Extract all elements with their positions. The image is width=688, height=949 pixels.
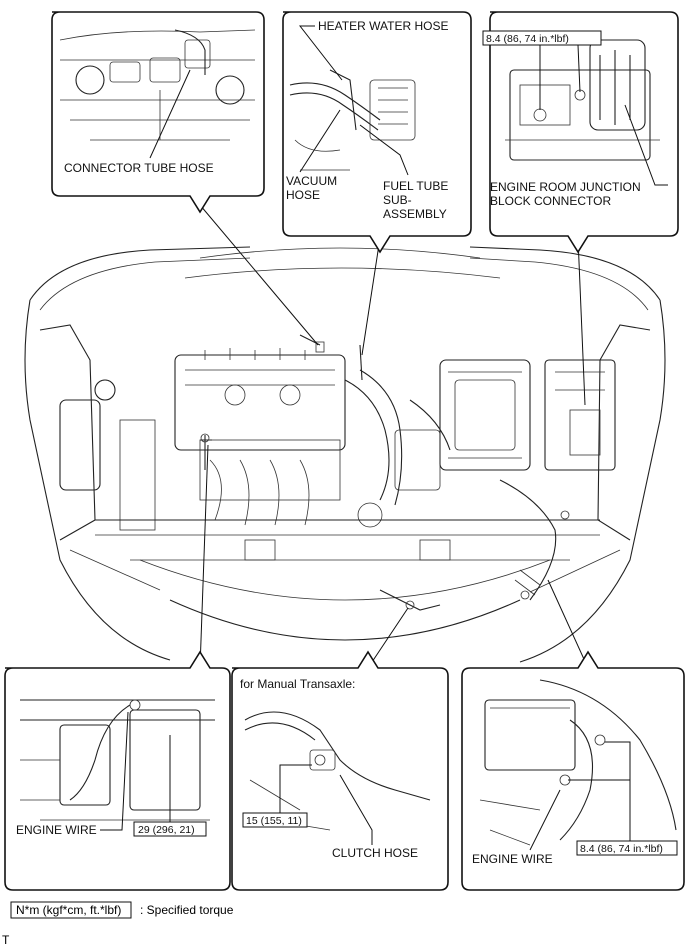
torque-clutch-hose: 15 (155, 11) [246, 815, 302, 827]
torque-box-junction-block [482, 30, 602, 46]
panel-engine-wire-right: ENGINE WIRE 8.4 (86, 74 in.*lbf) [461, 650, 685, 891]
torque-engine-wire-right: 8.4 (86, 74 in.*lbf) [580, 843, 663, 855]
panel-connector-tube-hose: CONNECTOR TUBE HOSE [51, 11, 265, 214]
torque-junction-block: 8.4 (86, 74 in.*lbf) [486, 33, 569, 45]
vacuum-hose-label-1: VACUUM [286, 174, 337, 188]
clutch-hose-label: CLUTCH HOSE [332, 846, 418, 860]
fuel-tube-label-2: SUB- [383, 193, 412, 207]
engine-wire-right-label: ENGINE WIRE [472, 852, 553, 866]
legend-description: : Specified torque [140, 903, 234, 917]
torque-box-clutch-hose [242, 812, 308, 828]
connector-tube-hose-label: CONNECTOR TUBE HOSE [64, 161, 214, 175]
engine-room-jb-label-2: BLOCK CONNECTOR [490, 194, 611, 208]
legend-unit-box [10, 901, 132, 919]
legend: N*m (kgf*cm, ft.*lbf) : Specified torque… [2, 901, 234, 947]
fuel-tube-label-3: ASSEMBLY [383, 207, 447, 221]
fuel-tube-label-1: FUEL TUBE [383, 179, 448, 193]
engine-room-jb-label-1: ENGINE ROOM JUNCTION [490, 180, 641, 194]
vacuum-hose-label-2: HOSE [286, 188, 320, 202]
engine-wire-left-label: ENGINE WIRE [16, 823, 97, 837]
panel-engine-room-junction-block: 8.4 (86, 74 in.*lbf) ENGINE ROOM JUNCTIO… [482, 11, 679, 254]
engine-bay-main-view [24, 246, 666, 663]
corner-mark: T [2, 933, 10, 947]
manual-transaxle-note: for Manual Transaxle: [240, 677, 355, 691]
panel-clutch-hose: for Manual Transaxle: 15 (155, 11) CLUTC… [231, 650, 449, 891]
panel-engine-wire-left: ENGINE WIRE 29 (296, 21) [4, 650, 231, 891]
legend-unit-text: N*m (kgf*cm, ft.*lbf) [16, 903, 121, 917]
heater-water-hose-label: HEATER WATER HOSE [318, 19, 448, 33]
panel-heater-vacuum-fuel: HEATER WATER HOSE VACUUM HOSE FUEL TUBE … [282, 11, 472, 254]
callout-leaders [199, 204, 589, 669]
torque-box-engine-wire-right [576, 840, 678, 856]
torque-engine-wire-left: 29 (296, 21) [138, 824, 195, 836]
